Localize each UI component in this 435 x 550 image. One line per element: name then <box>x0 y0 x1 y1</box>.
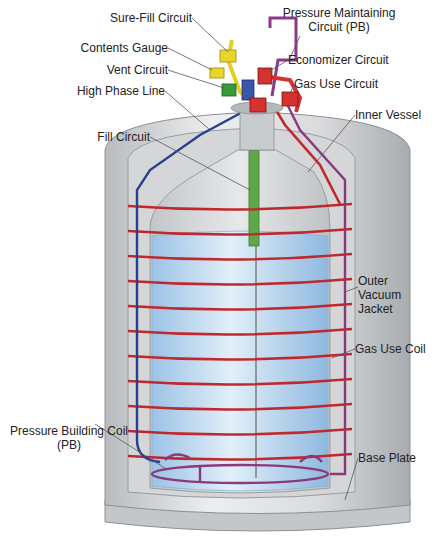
inner-vessel <box>150 150 330 493</box>
part-label: Gas Use Circuit <box>294 77 394 91</box>
part-label: Outer Vacuum Jacket <box>358 274 434 316</box>
part-label: Base Plate <box>358 451 430 465</box>
part-label: Gas Use Coil <box>355 342 431 356</box>
pressure-building-coil <box>152 100 345 483</box>
valve-cluster <box>210 18 300 150</box>
part-label: Pressure Building Coil (PB) <box>8 424 130 452</box>
high-phase-line <box>137 108 250 462</box>
fill-tube <box>249 150 259 246</box>
part-label: Economizer Circuit <box>288 53 398 67</box>
part-label: Pressure Maintaining Circuit (PB) <box>280 6 398 34</box>
part-label: High Phase Line <box>68 84 165 98</box>
part-label: Sure-Fill Circuit <box>100 11 192 25</box>
part-label: Fill Circuit <box>78 130 150 144</box>
part-label: Vent Circuit <box>98 63 168 77</box>
part-label: Contents Gauge <box>78 41 168 55</box>
part-label: Inner Vessel <box>355 108 431 122</box>
